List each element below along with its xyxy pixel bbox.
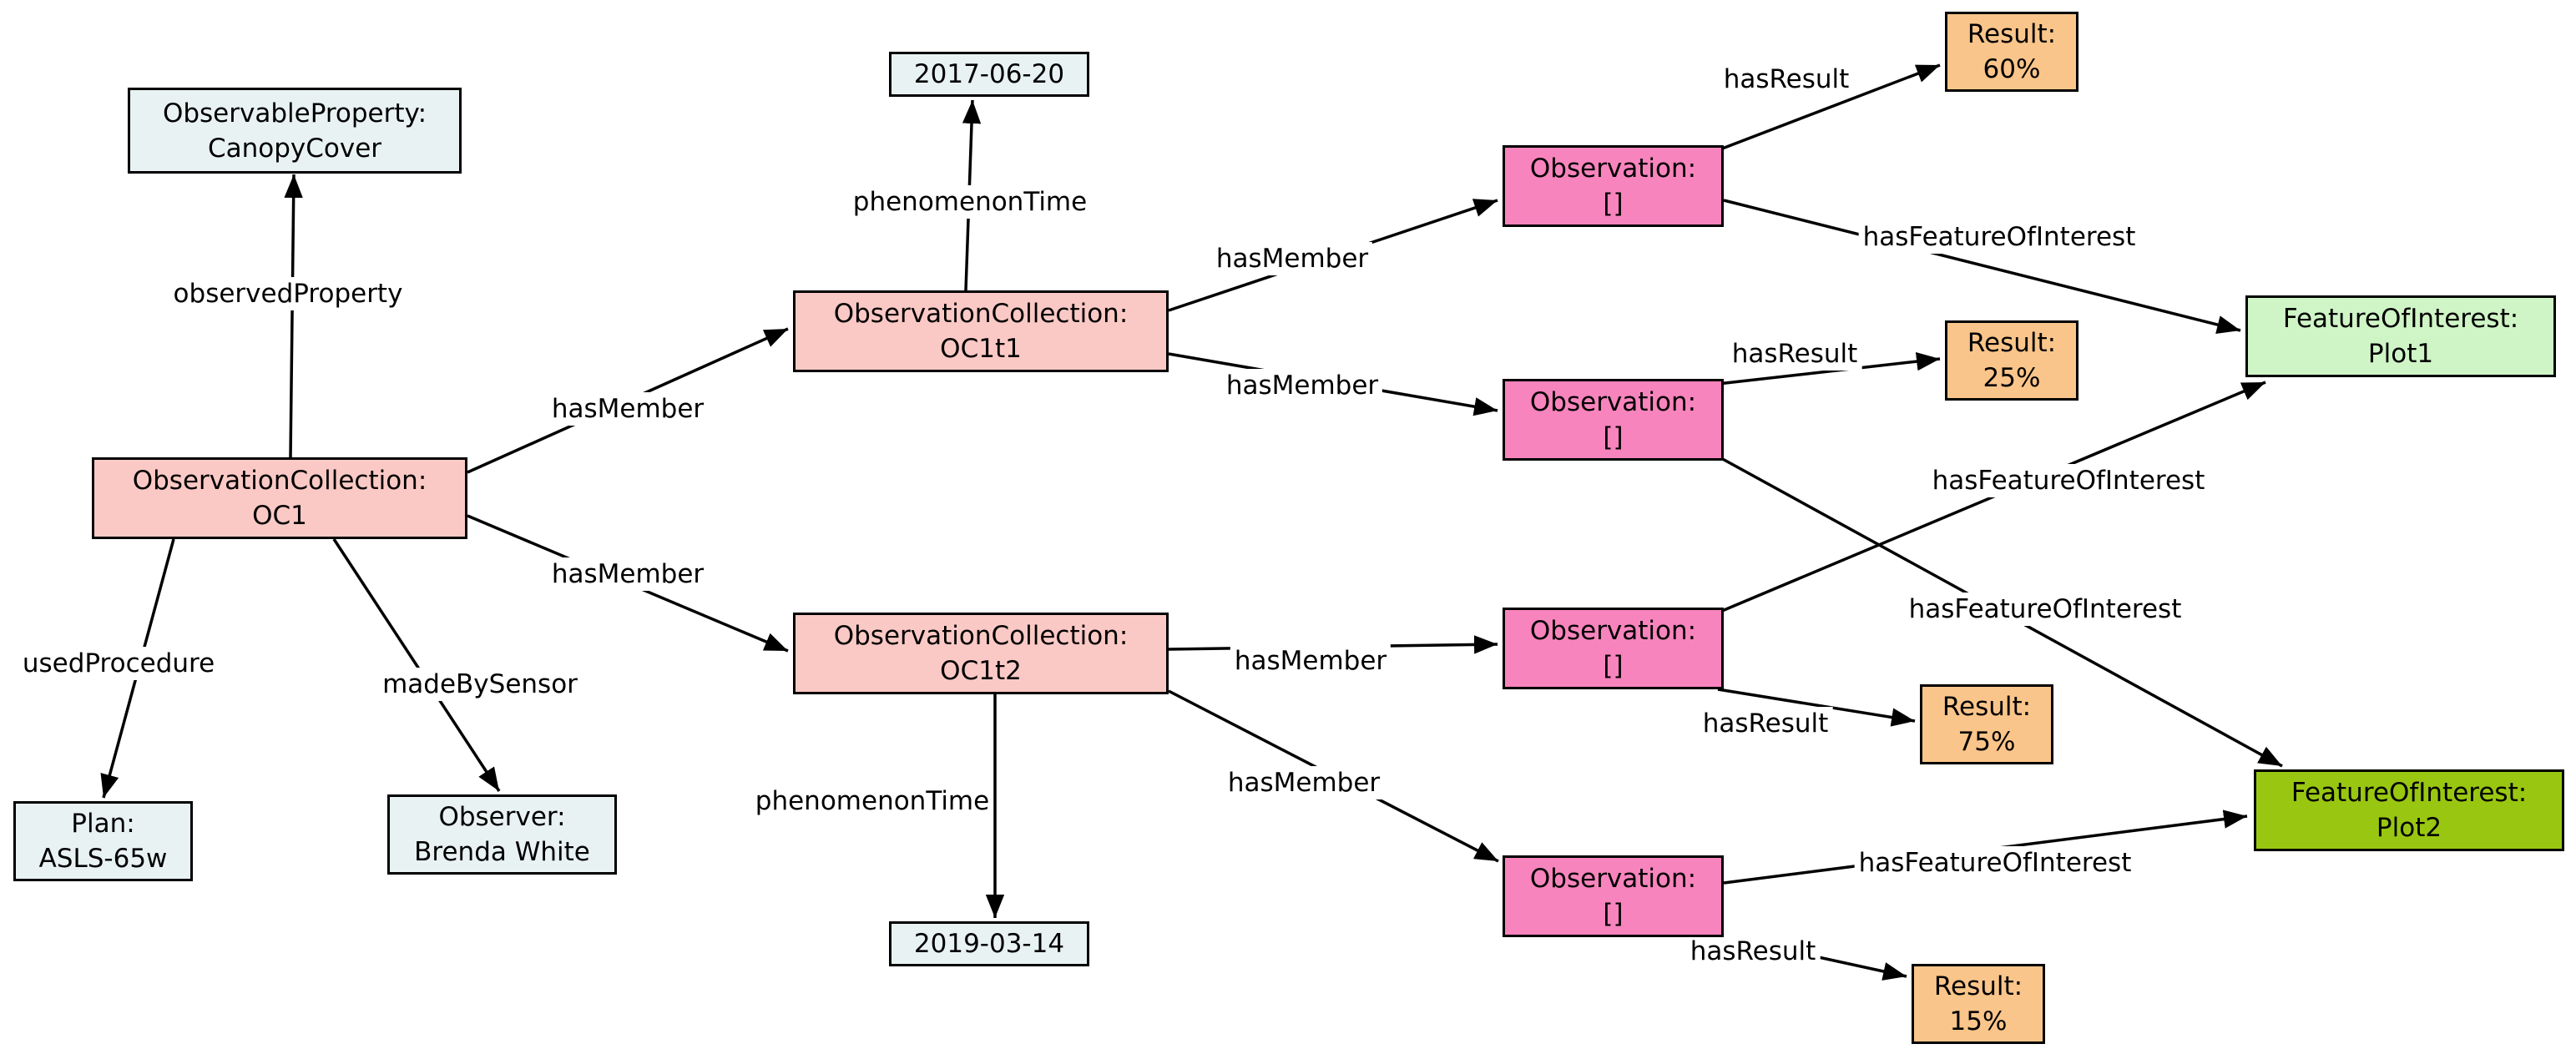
node-observationcollection-oc1t2: ObservationCollection: OC1t2 bbox=[793, 613, 1169, 694]
node-name-label: OC1t1 bbox=[940, 334, 1022, 364]
edge-label-hasfeatureofinterest-obs3: hasFeatureOfInterest bbox=[1927, 464, 2210, 497]
edge-label-phenomenontime-oc1t1: phenomenonTime bbox=[848, 185, 1092, 219]
node-type-label: FeatureOfInterest: bbox=[2282, 304, 2519, 334]
node-plan-asls-65w: Plan: ASLS-65w bbox=[13, 801, 193, 881]
edge-label-hasfeatureofinterest-obs2: hasFeatureOfInterest bbox=[1904, 593, 2186, 626]
edge-line-hasresult-obs1-result60 bbox=[1717, 63, 1941, 152]
node-type-label: Result: bbox=[1967, 328, 2057, 358]
edge-label-hasresult-obs4: hasResult bbox=[1685, 935, 1821, 968]
edge-label-hasmember-oc1-oc1t1: hasMember bbox=[547, 392, 709, 426]
node-observation-3: Observation: [] bbox=[1503, 608, 1724, 689]
node-type-label: Observer: bbox=[438, 802, 566, 832]
node-type-label: FeatureOfInterest: bbox=[2291, 778, 2528, 808]
node-type-label: ObservationCollection: bbox=[833, 299, 1129, 329]
edge-label-hasresult-obs1: hasResult bbox=[1719, 63, 1854, 96]
node-type-label: Plan: bbox=[71, 809, 135, 839]
node-name-label: OC1 bbox=[252, 501, 307, 531]
edge-label-usedprocedure: usedProcedure bbox=[18, 647, 220, 680]
edge-label-hasfeatureofinterest-obs1: hasFeatureOfInterest bbox=[1858, 220, 2140, 254]
node-type-label: Observation: bbox=[1529, 387, 1697, 417]
node-observationcollection-oc1t1: ObservationCollection: OC1t1 bbox=[793, 290, 1169, 372]
node-name-label: 25% bbox=[1983, 363, 2041, 393]
node-result-25: Result: 25% bbox=[1945, 320, 2078, 401]
node-name-label: [] bbox=[1603, 189, 1624, 219]
node-featureofinterest-plot1: FeatureOfInterest: Plot1 bbox=[2245, 295, 2556, 377]
node-type-label: Observation: bbox=[1529, 616, 1697, 646]
node-result-75: Result: 75% bbox=[1920, 684, 2053, 764]
edge-label-hasfeatureofinterest-obs4: hasFeatureOfInterest bbox=[1854, 846, 2136, 880]
edge-label-hasmember-oc1-oc1t2: hasMember bbox=[547, 557, 709, 591]
edge-label-observedproperty: observedProperty bbox=[169, 277, 407, 310]
node-type-label: ObservationCollection: bbox=[132, 466, 427, 496]
node-type-label: Observation: bbox=[1529, 154, 1697, 184]
node-type-label: Result: bbox=[1942, 692, 2032, 722]
node-type-label: Result: bbox=[1933, 971, 2023, 1001]
node-name-label: 15% bbox=[1949, 1006, 2008, 1036]
node-result-15: Result: 15% bbox=[1912, 964, 2045, 1044]
node-type-label: ObservableProperty: bbox=[162, 98, 427, 129]
node-result-60: Result: 60% bbox=[1945, 12, 2078, 92]
edge-line-madebysensor-oc1-observer bbox=[332, 538, 501, 792]
edge-line-hasfeatureofinterest-obs1-plot1 bbox=[1723, 199, 2241, 335]
edge-label-hasmember-oc1t1-obs2: hasMember bbox=[1221, 369, 1383, 402]
node-featureofinterest-plot2: FeatureOfInterest: Plot2 bbox=[2254, 769, 2564, 851]
node-date-2017-06-20: 2017-06-20 bbox=[889, 52, 1089, 97]
node-type-label: Result: bbox=[1967, 19, 2057, 49]
edge-label-hasmember-oc1t1-obs1: hasMember bbox=[1211, 242, 1373, 275]
node-observation-4: Observation: [] bbox=[1503, 855, 1724, 937]
node-name-label: CanopyCover bbox=[207, 133, 382, 164]
node-observationcollection-oc1: ObservationCollection: OC1 bbox=[92, 457, 467, 539]
node-observer-brenda-white: Observer: Brenda White bbox=[387, 794, 617, 875]
node-name-label: 2019-03-14 bbox=[913, 929, 1065, 959]
node-type-label: Observation: bbox=[1529, 864, 1697, 894]
node-name-label: [] bbox=[1603, 651, 1624, 681]
edge-line-observedproperty-oc1-observableproperty bbox=[284, 174, 303, 458]
edge-label-hasresult-obs2: hasResult bbox=[1727, 337, 1862, 371]
node-name-label: Brenda White bbox=[414, 837, 590, 867]
edge-line-hasresult-obs2-result25 bbox=[1717, 352, 1941, 386]
node-date-2019-03-14: 2019-03-14 bbox=[889, 921, 1089, 966]
node-name-label: [] bbox=[1603, 899, 1624, 929]
node-name-label: 60% bbox=[1983, 54, 2041, 84]
edge-label-hasmember-oc1t2-obs4: hasMember bbox=[1223, 766, 1385, 799]
edge-line-hasresult-obs3-result75 bbox=[1717, 688, 1916, 727]
node-observation-1: Observation: [] bbox=[1503, 145, 1724, 227]
node-observation-2: Observation: [] bbox=[1503, 379, 1724, 461]
edge-label-madebysensor: madeBySensor bbox=[378, 668, 582, 701]
node-name-label: Plot1 bbox=[2367, 339, 2434, 369]
node-name-label: Plot2 bbox=[2376, 813, 2442, 843]
node-observableproperty-canopycover: ObservableProperty: CanopyCover bbox=[128, 88, 462, 174]
node-name-label: 75% bbox=[1957, 727, 2016, 757]
node-name-label: 2017-06-20 bbox=[913, 59, 1065, 89]
edge-label-hasresult-obs3: hasResult bbox=[1698, 707, 1833, 740]
node-type-label: ObservationCollection: bbox=[833, 621, 1129, 651]
node-name-label: OC1t2 bbox=[940, 656, 1022, 686]
edge-label-hasmember-oc1t2-obs3: hasMember bbox=[1230, 644, 1392, 678]
node-name-label: [] bbox=[1603, 422, 1624, 452]
node-name-label: ASLS-65w bbox=[38, 844, 168, 874]
edge-label-phenomenontime-oc1t2: phenomenonTime bbox=[750, 784, 994, 818]
